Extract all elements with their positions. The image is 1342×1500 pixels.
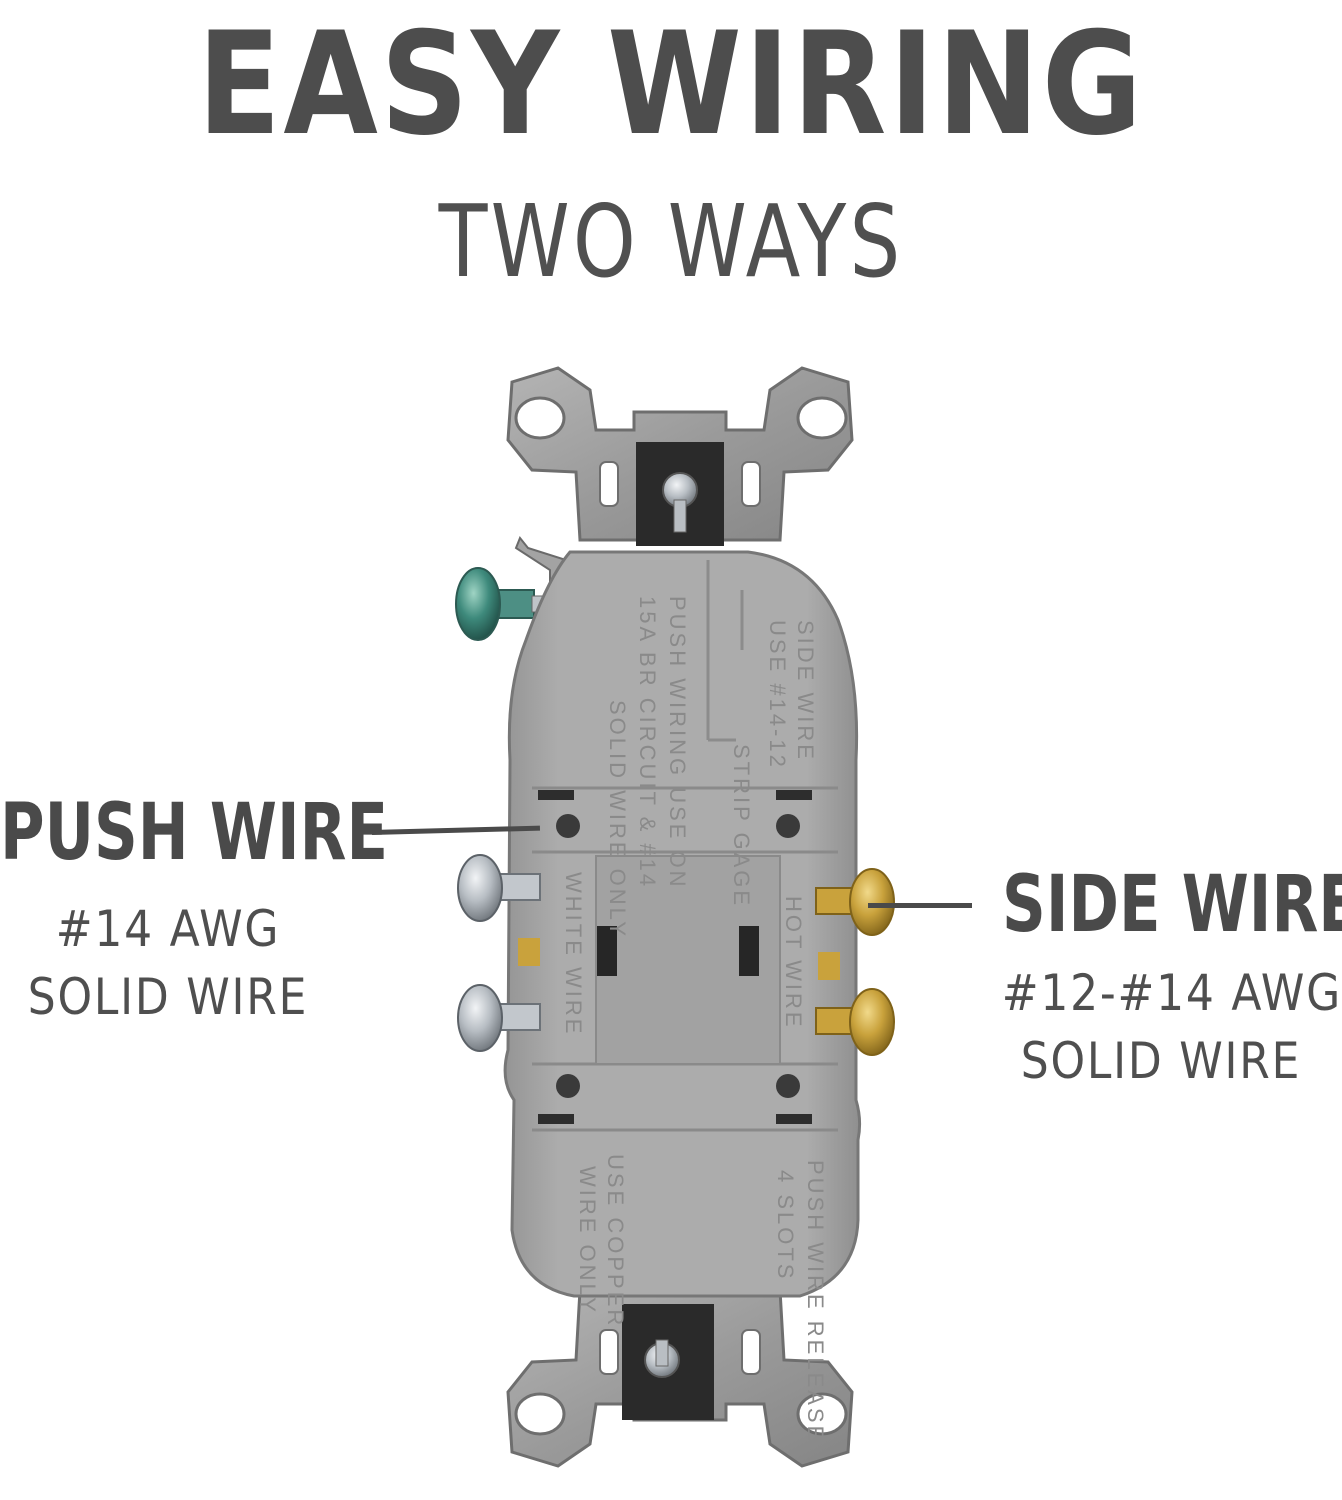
push-wire-gauge: #14 AWG (55, 900, 281, 958)
marking-wire-only: WIRE ONLY (575, 1166, 600, 1315)
bottom-mounting-strap (506, 1288, 854, 1468)
embossed-markings: SIDE WIRE USE #14-12 STRIP GAGE PUSH WIR… (561, 596, 828, 1443)
side-wire-leader-line (868, 903, 972, 908)
side-wire-gauge: #12-#14 AWG (1001, 964, 1342, 1022)
marking-use-copper: USE COPPER (603, 1154, 628, 1328)
brass-terminal-screw-icon (815, 868, 895, 1056)
push-wire-title: PUSH WIRE (0, 788, 389, 878)
marking-solid-wire-only: SOLID WIRE ONLY (605, 700, 630, 939)
marking-strip-gage: STRIP GAGE (729, 744, 754, 908)
subheadline: TWO WAYS (438, 183, 904, 300)
marking-push-wire-release: PUSH WIRE RELEASE (803, 1160, 828, 1443)
marking-side-wire: SIDE WIRE (793, 620, 818, 762)
marking-white-wire: WHITE WIRE (561, 872, 586, 1036)
receptacle-housing (503, 550, 862, 1298)
marking-push-wiring: PUSH WIRING USE ON (665, 596, 690, 890)
side-wire-title: SIDE WIRE (1002, 860, 1342, 950)
marking-use-14-12: USE #14-12 (765, 620, 790, 770)
headline: EASY WIRING (197, 2, 1145, 167)
push-wire-type: SOLID WIRE (27, 968, 309, 1026)
marking-slots: 4 SLOTS (773, 1170, 798, 1281)
marking-circuit: 15A BR CIRCUIT & #14 (635, 596, 660, 889)
silver-terminal-screw-icon (457, 854, 541, 1052)
marking-hot-wire: HOT WIRE (781, 896, 806, 1030)
push-wire-holes (597, 926, 759, 976)
top-mounting-strap (506, 366, 854, 546)
side-wire-type: SOLID WIRE (1020, 1032, 1302, 1090)
release-slot-holes (538, 790, 812, 1124)
